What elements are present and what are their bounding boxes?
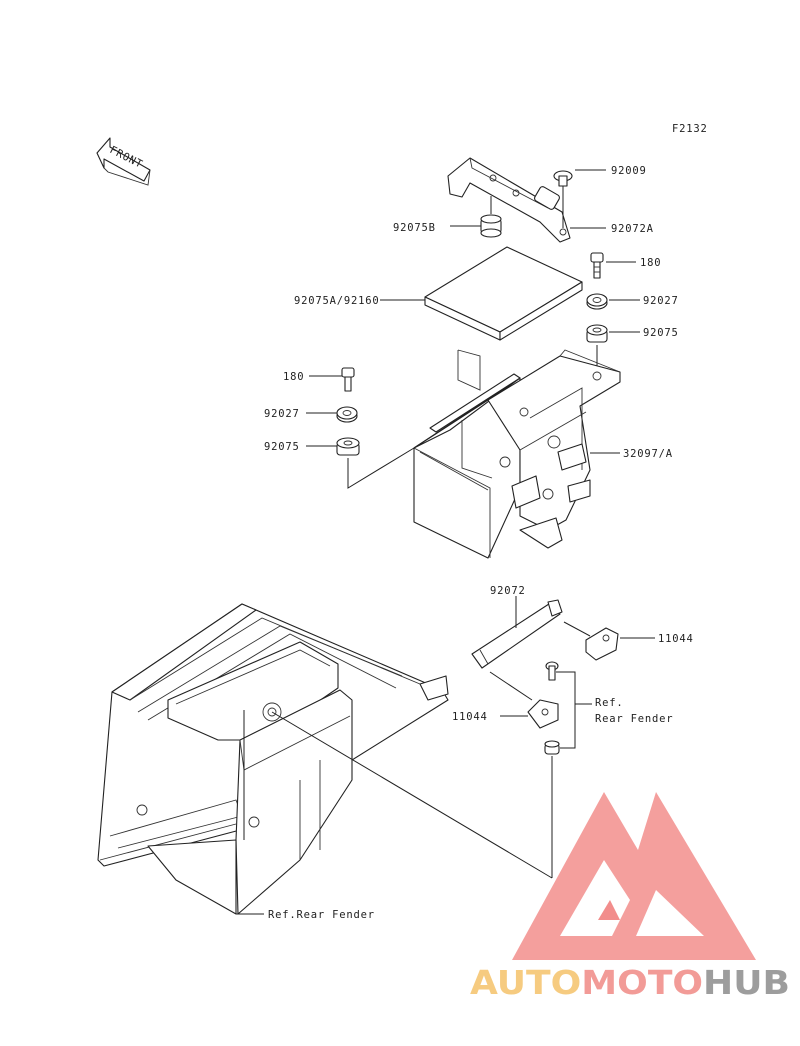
bolt-92009 — [553, 169, 606, 228]
label-180-right: 180 — [640, 257, 661, 269]
label-92075a-92160: 92075A/92160 — [294, 295, 379, 307]
label-11044-left: 11044 — [452, 711, 488, 723]
pad-92075a-92160 — [380, 246, 583, 341]
label-92075-right: 92075 — [643, 327, 679, 339]
screw-center — [545, 661, 559, 681]
logo-hub: HUB — [703, 963, 790, 1002]
grommet-92075-right — [586, 324, 640, 370]
ref-bracket-line — [556, 671, 576, 749]
bracket-92072a — [447, 157, 571, 243]
label-92072: 92072 — [490, 585, 526, 597]
label-11044-right: 11044 — [658, 633, 694, 645]
label-180-left: 180 — [283, 371, 304, 383]
grommet-92075-left — [306, 437, 415, 489]
label-92027-right: 92027 — [643, 295, 679, 307]
label-92072a: 92072A — [611, 223, 654, 235]
collar-92027-left — [306, 406, 358, 423]
label-rear-fender: Rear Fender — [595, 713, 673, 725]
strap-92072 — [471, 596, 591, 701]
label-92075-left: 92075 — [264, 441, 300, 453]
logo-moto: MOTO — [581, 963, 703, 1002]
label-ref-rear-fender-bottom: Ref.Rear Fender — [268, 909, 375, 921]
clip-11044-left — [500, 699, 559, 729]
front-arrow-icon: FRONT — [96, 137, 151, 186]
clip-11044-right — [585, 627, 655, 661]
bolt-180-left — [309, 367, 355, 392]
cushion-92075b — [450, 196, 502, 238]
rear-fender-frame — [97, 603, 449, 915]
figure-code: F2132 — [672, 123, 708, 135]
logo-auto: AUTO — [470, 963, 581, 1002]
label-92027-left: 92027 — [264, 408, 300, 420]
label-92075b: 92075B — [393, 222, 436, 234]
collar-92027-right — [586, 293, 640, 310]
nut-center — [544, 740, 560, 755]
label-32097a: 32097/A — [623, 448, 673, 460]
label-ref: Ref. — [595, 697, 624, 709]
label-92009: 92009 — [611, 165, 647, 177]
battery-case-32097a — [413, 349, 621, 559]
bolt-180-right — [590, 252, 636, 279]
connection-line — [271, 711, 553, 879]
